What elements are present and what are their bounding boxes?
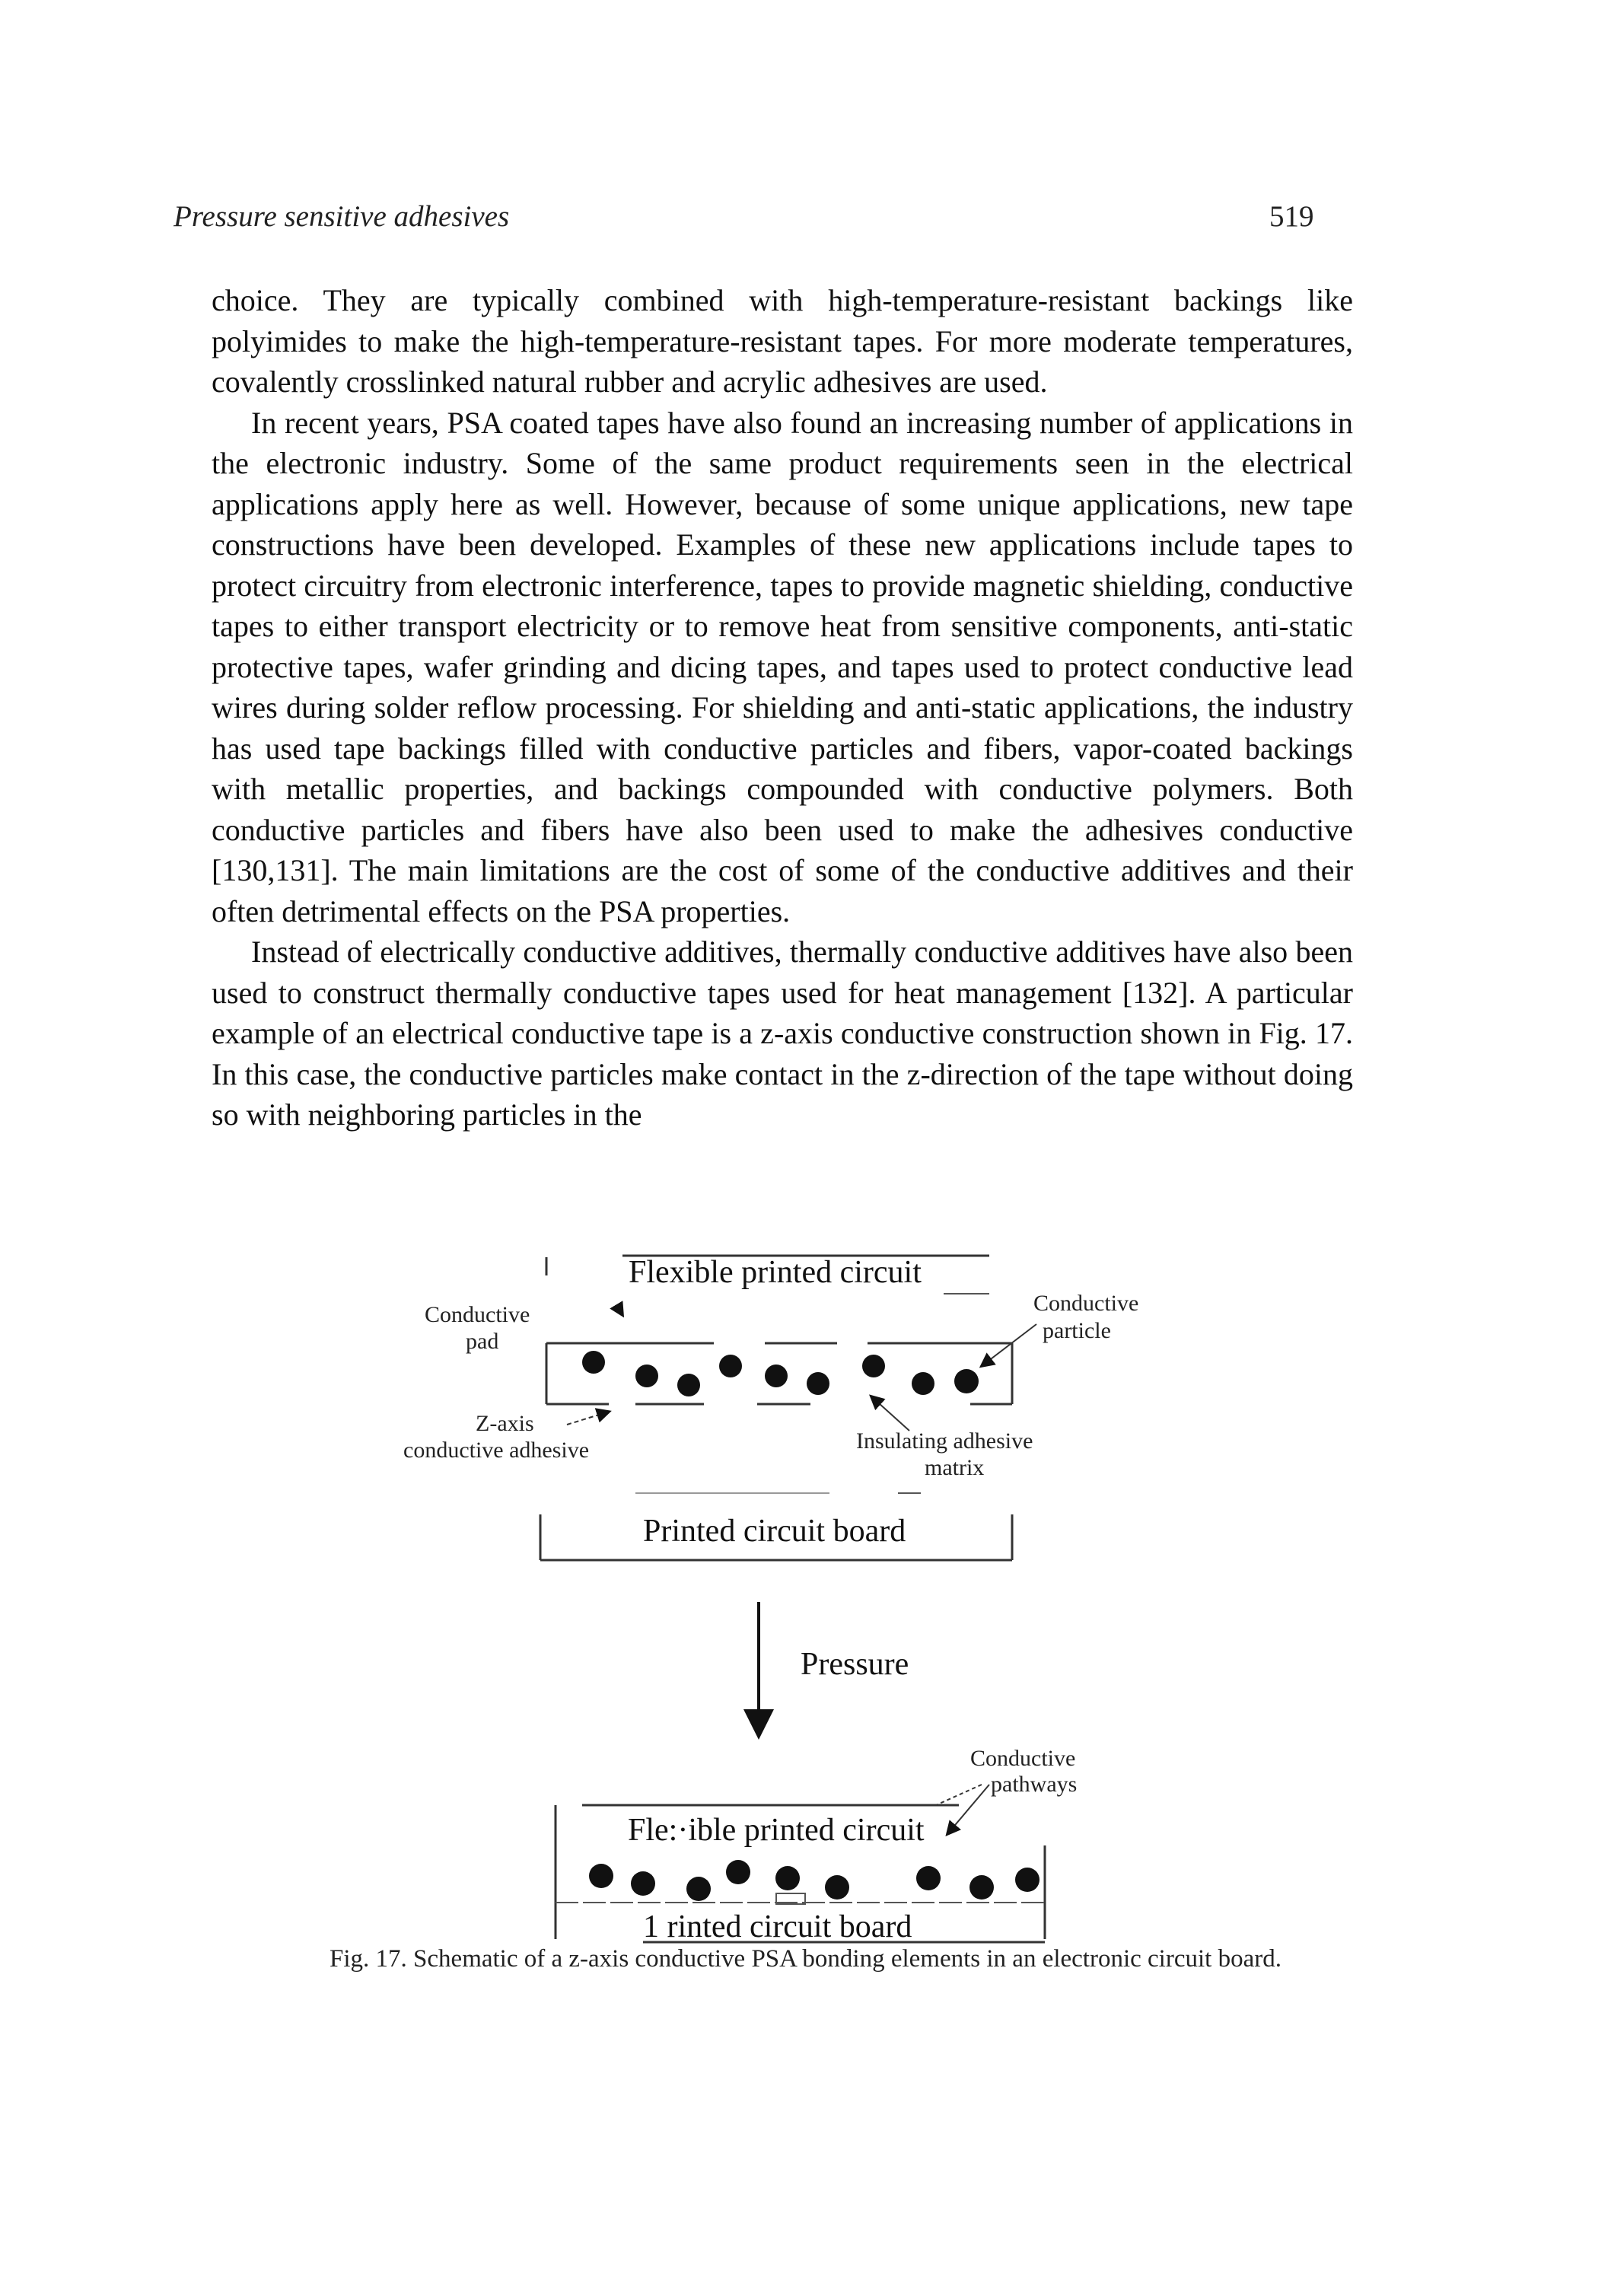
body-text: choice. They are typically combined with… [212,280,1353,1135]
bottom-conductive-particles [589,1860,1040,1901]
running-head: Pressure sensitive adhesives [174,200,510,233]
pathways-label-2: pathways [991,1772,1077,1797]
particle [775,1866,800,1890]
particle [582,1351,605,1374]
particle [631,1871,655,1896]
particle [719,1355,742,1377]
zaxis-label-2: conductive adhesive [403,1438,589,1463]
insulating-label-2: matrix [925,1455,984,1480]
page-number: 519 [1269,200,1314,233]
conductive-particle-label-2: particle [1043,1318,1111,1343]
particle [862,1355,885,1377]
conductive-pad-label-1: Conductive [425,1302,530,1327]
paragraph-3: Instead of electrically conductive addit… [212,935,1353,1132]
bottom-board-label: 1 rinted circuit board [643,1909,912,1944]
top-flex-label: Flexible printed circuit [629,1255,922,1290]
particle [726,1860,750,1884]
paragraph-2: In recent years, PSA coated tapes have a… [212,405,1353,928]
pathways-label-1: Conductive [970,1746,1075,1771]
particle [677,1374,700,1396]
particle [807,1372,829,1395]
particle [825,1875,849,1900]
particle [1015,1868,1040,1892]
particle [912,1372,934,1395]
paragraph-1: choice. They are typically combined with… [212,283,1353,399]
figure-caption: Fig. 17. Schematic of a z-axis conductiv… [330,1945,1281,1973]
insulating-label-1: Insulating adhesive [856,1428,1033,1454]
particle [765,1365,788,1387]
top-board-label: Printed circuit board [643,1514,906,1549]
particle [635,1365,658,1387]
top-conductive-particles [582,1351,979,1396]
particle [954,1369,979,1393]
zaxis-label-1: Z-axis [476,1411,534,1436]
particle [916,1866,941,1890]
particle [969,1875,994,1900]
conductive-particle-label-1: Conductive [1033,1291,1138,1316]
particle [686,1877,711,1901]
bottom-flex-label: Fle:·ible printed circuit [628,1813,925,1848]
conductive-pad-label-2: pad [466,1329,498,1354]
particle [589,1864,613,1888]
pressure-label: Pressure [801,1647,909,1682]
